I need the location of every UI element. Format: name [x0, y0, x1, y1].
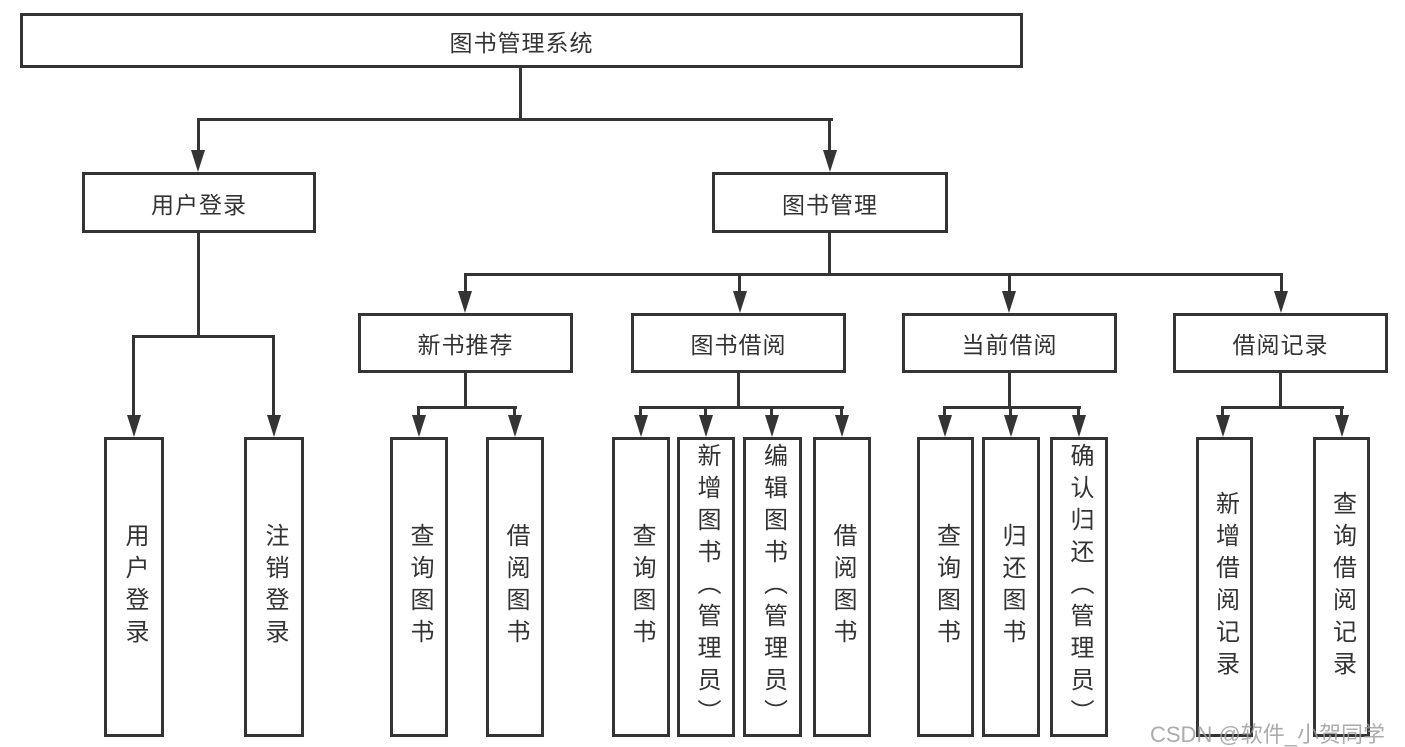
- node-label: 借阅记录: [1232, 332, 1329, 358]
- connector-drop-line: [828, 118, 831, 154]
- arrow-down-icon: [127, 415, 141, 437]
- node-book-management-branch: 图书管理: [712, 172, 948, 233]
- arrow-down-icon: [699, 415, 713, 437]
- node-leaf-query-books-2: 查询图书: [612, 437, 670, 737]
- node-library-management-system: 图书管理系统: [20, 13, 1023, 68]
- arrow-down-icon: [1274, 291, 1288, 313]
- node-label: 用户登录: [121, 523, 148, 651]
- connector-current-vline: [1008, 373, 1011, 406]
- connector-drop-line: [132, 335, 135, 416]
- connector-current-hline: [943, 406, 1081, 409]
- node-label: 查询图书: [628, 523, 655, 651]
- connector-drop-line: [704, 406, 707, 417]
- node-leaf-query-books-1: 查询图书: [390, 437, 448, 737]
- arrow-down-icon: [1002, 291, 1016, 313]
- connector-newbook-vline: [464, 373, 467, 406]
- node-label: 用户登录: [151, 191, 247, 218]
- connector-root-vline: [519, 68, 522, 118]
- node-current-borrowing: 当前借阅: [902, 313, 1117, 373]
- node-leaf-return-books: 归还图书: [982, 437, 1040, 737]
- node-label: 当前借阅: [961, 332, 1058, 358]
- connector-drop-line: [639, 406, 642, 417]
- connector-records-hline: [1221, 406, 1344, 409]
- node-label: 新书推荐: [417, 332, 514, 358]
- watermark: CSDN @软件_小贺同学: [1150, 722, 1386, 747]
- node-borrowing-records: 借阅记录: [1173, 313, 1388, 373]
- node-label: 图书借阅: [690, 332, 787, 358]
- node-leaf-logout: 注销登录: [244, 437, 304, 737]
- connector-userlogin-vline: [197, 233, 200, 335]
- arrow-down-icon: [508, 415, 522, 437]
- connector-drop-line: [1280, 273, 1283, 293]
- connector-newbook-hline: [417, 406, 517, 409]
- arrow-down-icon: [765, 415, 779, 437]
- node-label: 图书管理系统: [449, 29, 594, 56]
- arrow-down-icon: [823, 150, 837, 172]
- arrow-down-icon: [835, 415, 849, 437]
- node-label: 图书管理: [782, 191, 878, 218]
- arrow-down-icon: [412, 415, 426, 437]
- connector-userlogin-hline: [132, 335, 275, 338]
- node-leaf-borrow-books-2: 借阅图书: [813, 437, 871, 737]
- node-label: 归还图书: [998, 523, 1025, 651]
- connector-drop-line: [513, 406, 516, 417]
- connector-drop-line: [943, 406, 946, 417]
- connector-drop-line: [770, 406, 773, 417]
- node-label: 查询借阅记录: [1328, 491, 1356, 683]
- node-label: 注销登录: [261, 523, 288, 651]
- node-leaf-query-books-3: 查询图书: [917, 437, 974, 737]
- node-label: 查询图书: [406, 523, 433, 651]
- node-leaf-edit-books-admin: 编辑图书（管理员）: [743, 437, 802, 737]
- connector-borrowing-vline: [737, 373, 740, 406]
- connector-bookmgmt-hline: [464, 273, 1282, 276]
- node-new-book-recommendation: 新书推荐: [358, 313, 573, 373]
- connector-borrowing-hline: [639, 406, 844, 409]
- node-leaf-borrow-books-1: 借阅图书: [486, 437, 544, 737]
- connector-drop-line: [738, 273, 741, 293]
- node-leaf-add-books-admin: 新增图书（管理员）: [677, 437, 735, 737]
- arrow-down-icon: [458, 291, 472, 313]
- connector-drop-line: [1077, 406, 1080, 417]
- connector-drop-line: [1009, 406, 1012, 417]
- arrow-down-icon: [1335, 415, 1349, 437]
- connector-drop-line: [1008, 273, 1011, 293]
- connector-drop-line: [1221, 406, 1224, 417]
- arrow-down-icon: [191, 150, 205, 172]
- connector-drop-line: [197, 118, 200, 154]
- node-user-login-branch: 用户登录: [82, 172, 316, 233]
- node-leaf-query-borrow-record: 查询借阅记录: [1313, 437, 1370, 737]
- arrow-down-icon: [267, 415, 281, 437]
- node-leaf-confirm-return-admin: 确认归还（管理员）: [1050, 437, 1108, 737]
- node-label: 编辑图书（管理员）: [759, 443, 787, 731]
- arrow-down-icon: [1072, 415, 1086, 437]
- arrow-down-icon: [733, 291, 747, 313]
- connector-drop-line: [840, 406, 843, 417]
- node-label: 新增借阅记录: [1211, 491, 1239, 683]
- node-label: 新增图书（管理员）: [693, 443, 720, 731]
- connector-drop-line: [1340, 406, 1343, 417]
- connector-drop-line: [464, 273, 467, 293]
- arrow-down-icon: [1004, 415, 1018, 437]
- arrow-down-icon: [938, 415, 952, 437]
- node-label: 查询图书: [932, 523, 960, 651]
- connector-root-hline: [197, 118, 833, 121]
- connector-records-vline: [1279, 373, 1282, 406]
- arrow-down-icon: [1216, 415, 1230, 437]
- node-leaf-add-borrow-record: 新增借阅记录: [1196, 437, 1253, 737]
- node-label: 借阅图书: [829, 523, 856, 651]
- node-book-borrowing: 图书借阅: [631, 313, 846, 373]
- connector-drop-line: [272, 335, 275, 416]
- arrow-down-icon: [634, 415, 648, 437]
- connector-bookmgmt-vline: [828, 233, 831, 273]
- node-leaf-user-login: 用户登录: [104, 437, 164, 737]
- node-label: 借阅图书: [502, 523, 529, 651]
- node-label: 确认归还（管理员）: [1066, 443, 1093, 731]
- connector-drop-line: [417, 406, 420, 417]
